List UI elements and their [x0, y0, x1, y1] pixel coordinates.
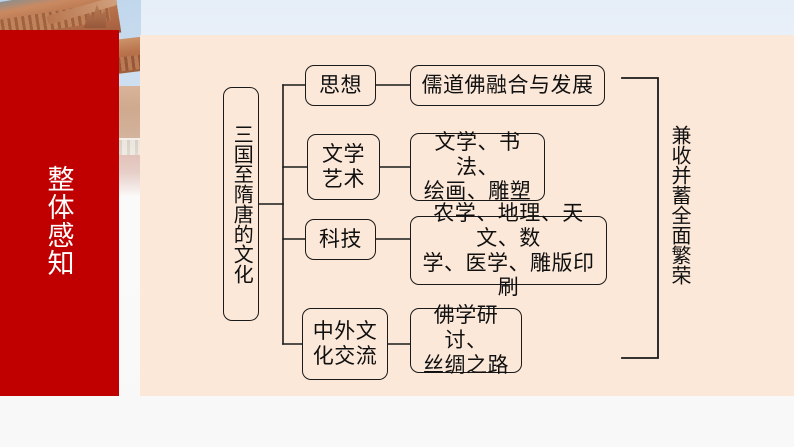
node-branch-science-tech-label: 科技 [319, 227, 362, 252]
node-detail-thought-label: 儒道佛融合与发展 [421, 73, 594, 98]
mindmap-connector-lines [258, 77, 659, 359]
node-root-label: 三国至隋唐的文化 [230, 124, 253, 284]
section-title-text: 整体感知 [43, 165, 74, 277]
node-detail-literature-art[interactable]: 文学、书法、 绘画、雕塑 [410, 129, 545, 204]
node-detail-literature-art-label: 文学、书法、 绘画、雕塑 [423, 129, 532, 204]
node-branch-thought-label: 思想 [319, 73, 362, 98]
node-detail-cultural-exchange-label: 佛学研讨、 丝绸之路 [423, 303, 509, 377]
mindmap-diagram: 三国至隋唐的文化 思想 文学 艺术 科技 中外文 化交流 儒道佛融合与发展 文学… [140, 35, 794, 396]
section-title-panel: 整体感知 [0, 30, 119, 396]
node-branch-cultural-exchange-label: 中外文 化交流 [312, 319, 378, 368]
node-detail-cultural-exchange[interactable]: 佛学研讨、 丝绸之路 [410, 303, 522, 377]
node-branch-thought[interactable]: 思想 [305, 65, 376, 106]
node-detail-science-tech[interactable]: 农学、地理、天文、数 学、医学、雕版印刷 [410, 201, 607, 299]
node-detail-science-tech-label: 农学、地理、天文、数 学、医学、雕版印刷 [422, 200, 595, 300]
node-root[interactable]: 三国至隋唐的文化 [223, 87, 259, 321]
connector-summary-bracket [621, 77, 659, 359]
summary-vertical-text: 兼收并蓄全面繁荣 [668, 125, 690, 285]
node-branch-literature-art[interactable]: 文学 艺术 [307, 134, 380, 200]
node-branch-science-tech[interactable]: 科技 [305, 219, 376, 260]
node-branch-literature-art-label: 文学 艺术 [322, 142, 365, 191]
node-branch-cultural-exchange[interactable]: 中外文 化交流 [302, 308, 388, 380]
node-detail-thought[interactable]: 儒道佛融合与发展 [410, 65, 605, 106]
